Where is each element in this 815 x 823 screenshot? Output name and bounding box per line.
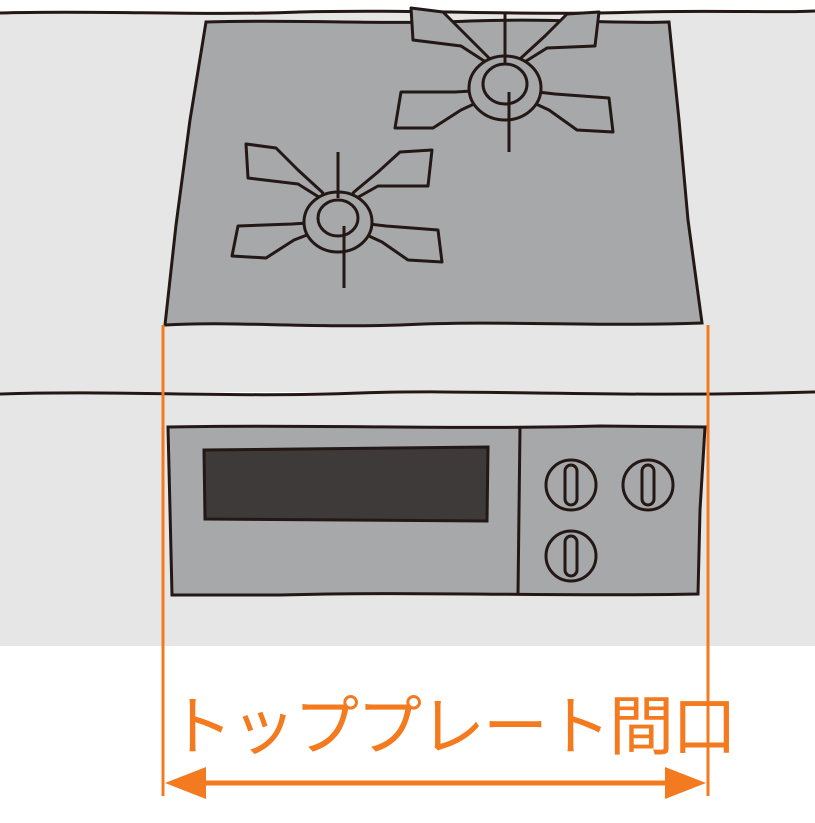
right-arrowhead-icon	[665, 767, 706, 799]
control-knob-icon	[544, 458, 598, 512]
panel-divider	[516, 427, 522, 595]
top-plate-width-label: トッププレート間口	[168, 690, 737, 765]
top-plate	[163, 18, 704, 328]
right-burner-trivet-icon	[393, 6, 615, 152]
left-arrowhead-icon	[165, 767, 206, 799]
control-knob-icon	[544, 529, 598, 583]
left-burner-trivet-icon	[230, 142, 444, 288]
countertop-front-edge	[0, 390, 815, 397]
control-knob-icon	[621, 458, 675, 512]
display-window	[202, 445, 490, 523]
